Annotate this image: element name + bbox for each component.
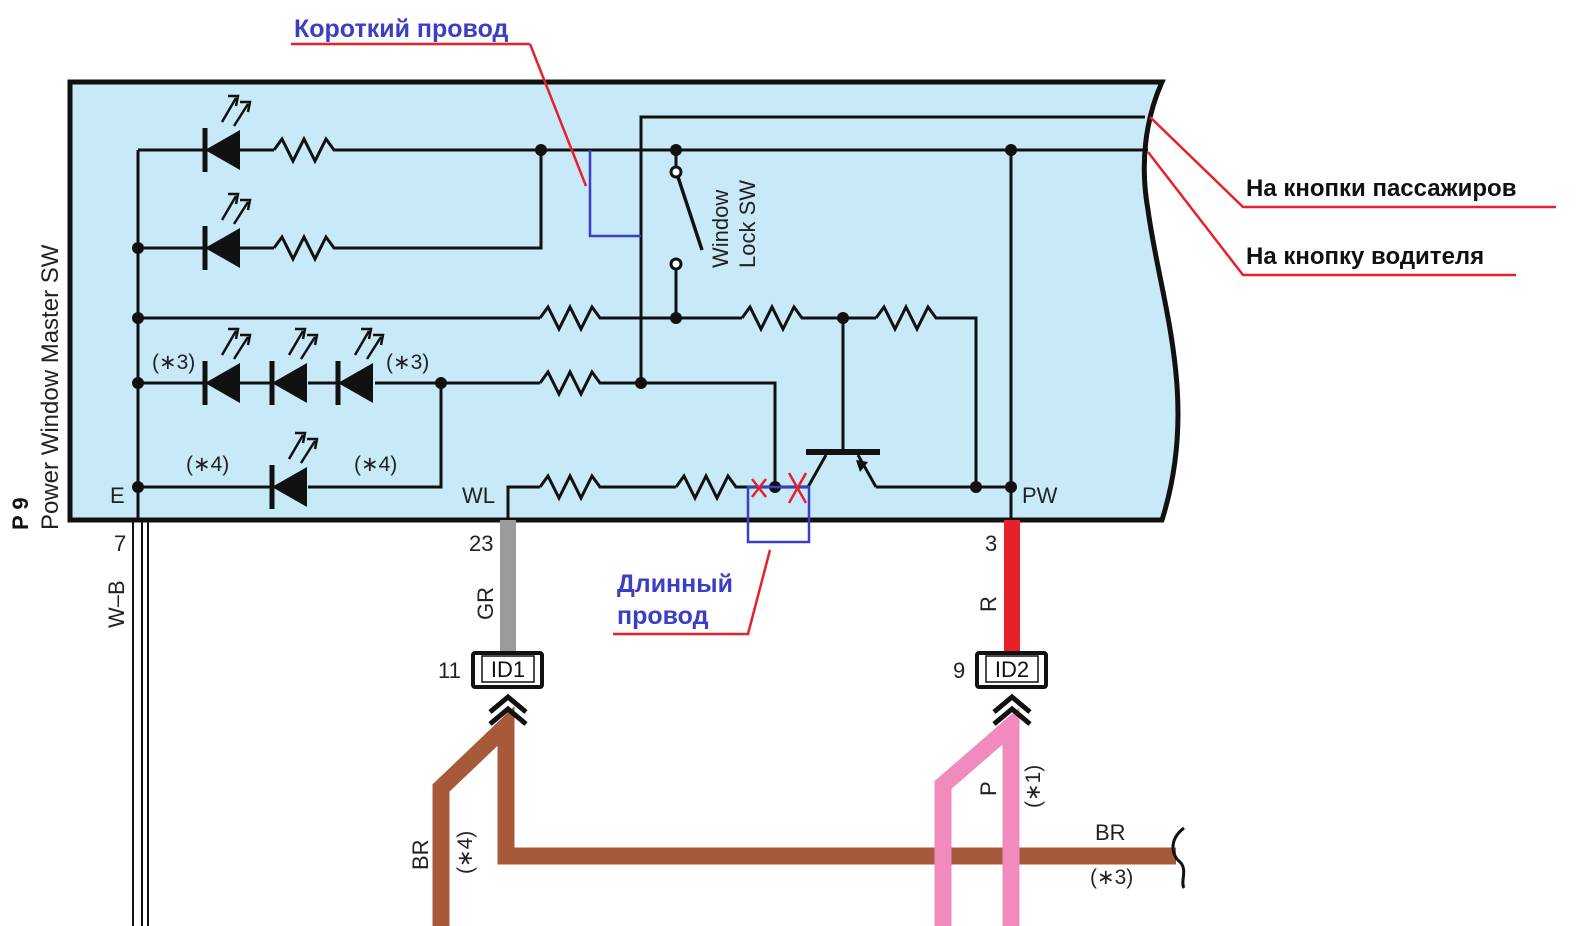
note-4-left: (∗4) [186, 453, 229, 476]
callout-long-wire-1: Длинный [617, 570, 733, 598]
led-row4-a [202, 327, 252, 405]
wire-label-br-left: BR [408, 839, 433, 870]
callout-to-driver: На кнопку водителя [1246, 243, 1484, 270]
switch-label-line2: Lock SW [735, 180, 760, 268]
pin-3: 3 [985, 531, 997, 556]
wire-gr [500, 520, 516, 658]
terminal-e: E [110, 483, 125, 508]
passenger-driver-annotation [1147, 116, 1556, 277]
wire-label-wb: W–B [104, 580, 129, 628]
wire-break-mark [1171, 826, 1186, 889]
connector-id1-label: ID1 [491, 657, 525, 682]
window-lock-switch [669, 165, 704, 271]
led-row4-b [269, 327, 319, 405]
wire-br [432, 706, 1176, 926]
led-row1 [202, 94, 252, 172]
led-row5 [269, 431, 319, 509]
connector-id1 [471, 651, 544, 726]
led-row2 [202, 192, 252, 270]
wire-r [1004, 520, 1020, 658]
wire-label-gr: GR [473, 587, 498, 620]
wire-label-p: P [976, 781, 1001, 796]
note-3-bottom: (∗3) [1090, 866, 1133, 889]
junctions [132, 144, 1017, 493]
note-4-br: (∗4) [454, 831, 477, 874]
wire-p [934, 707, 1020, 926]
note-3-right: (∗3) [386, 351, 429, 374]
callout-long-wire-2: провод [617, 602, 709, 630]
component-name: Power Window Master SW [37, 244, 64, 530]
external-wires [132, 520, 1186, 926]
terminal-pw: PW [1022, 483, 1058, 508]
terminal-wl: WL [462, 483, 495, 508]
pin-7: 7 [114, 531, 126, 556]
callout-short-wire: Короткий провод [294, 15, 509, 43]
note-3-left: (∗3) [152, 351, 195, 374]
pin-23: 23 [469, 531, 493, 556]
component-id: P 9 [8, 497, 33, 530]
pin-9: 9 [953, 658, 965, 683]
transistor [806, 449, 880, 488]
switch-label-line1: Window [708, 190, 733, 268]
short-wire-annotation [291, 42, 641, 238]
component-box [67, 79, 1181, 523]
pin-11: 11 [438, 658, 461, 683]
long-wire-annotation [613, 472, 811, 636]
connector-id2 [975, 651, 1048, 726]
led-row4-c [335, 327, 385, 405]
note-4-right: (∗4) [354, 453, 397, 476]
internal-wiring [136, 115, 1148, 520]
callout-to-passengers: На кнопки пассажиров [1246, 175, 1516, 202]
wire-label-r: R [976, 596, 1001, 612]
resistors [272, 135, 942, 502]
note-1: (∗1) [1022, 765, 1045, 808]
wire-label-br-right: BR [1095, 820, 1126, 845]
leds [202, 94, 385, 509]
connector-id2-label: ID2 [995, 657, 1029, 682]
